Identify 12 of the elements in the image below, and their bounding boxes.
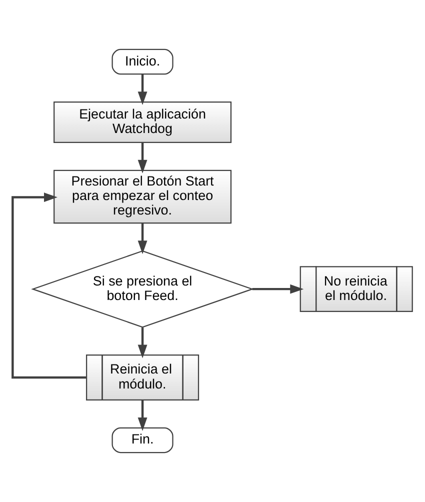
arrow <box>12 192 87 379</box>
node-diamond: Si se presiona el boton Feed. <box>31 250 254 328</box>
node-box: Presionar el Botón Start para empezar el conteo regresivo. <box>54 170 232 224</box>
arrow <box>138 142 148 174</box>
arrow <box>252 284 304 294</box>
node-box: Ejecutar la aplicación Watchdog <box>54 102 232 143</box>
arrow <box>138 400 148 432</box>
arrow <box>138 74 148 106</box>
arrow <box>138 328 148 358</box>
node-box: Fin. <box>112 427 174 454</box>
node-box: Inicio. <box>112 48 174 75</box>
arrow <box>138 223 148 254</box>
